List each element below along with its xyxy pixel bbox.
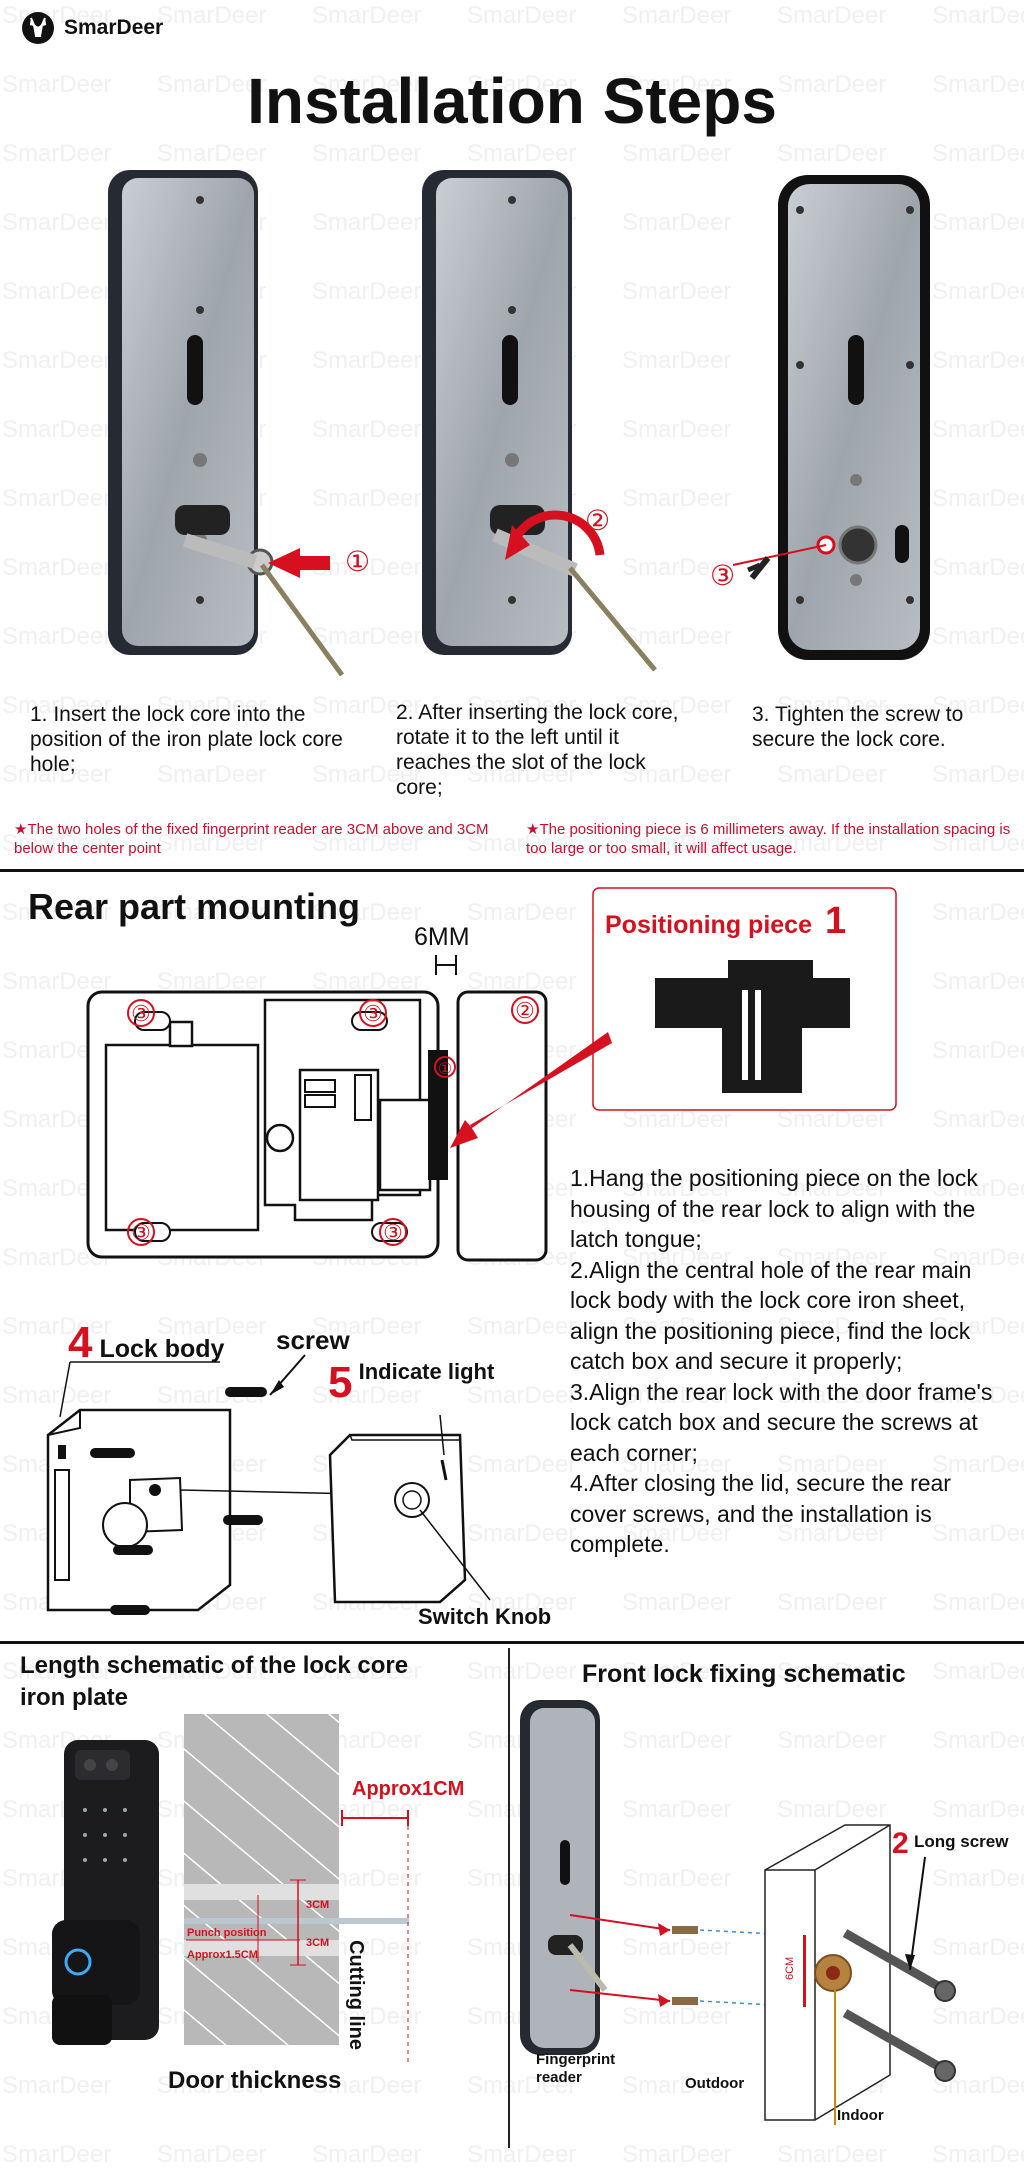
watermark-text: SmarDeer bbox=[932, 2141, 1024, 2168]
three-cm-top: 3CM bbox=[306, 1899, 329, 1911]
six-cm-label: 6CM bbox=[784, 1957, 796, 1980]
watermark-text: SmarDeer bbox=[157, 2141, 267, 2168]
positioning-label: Positioning piece 1 bbox=[605, 900, 846, 943]
fingerprint-reader-label: Fingerprint reader bbox=[536, 2051, 616, 2086]
steps-illustration: ① ② ③ bbox=[108, 170, 930, 677]
positioning-num: 1 bbox=[824, 900, 847, 942]
switch-knob-label: Switch Knob bbox=[418, 1604, 552, 1629]
rear-instruction-4: 4.After closing the lid, secure the rear… bbox=[570, 1470, 951, 1557]
watermark-text: SmarDeer bbox=[777, 2141, 887, 2168]
rear-instruction-1: 1.Hang the positioning piece on the lock… bbox=[570, 1165, 978, 1252]
watermark-text: SmarDeer bbox=[622, 2141, 732, 2168]
front-fixing-diagram: 6CM 2 Long screw Outdoor Indoor bbox=[520, 1700, 1009, 2125]
step2-text: 2. After inserting the lock core, rotate… bbox=[396, 701, 679, 799]
punch-position-label: Punch position bbox=[187, 1927, 267, 1939]
mark-screw-bl: ③ bbox=[131, 1220, 151, 1245]
watermark-text: SmarDeer bbox=[312, 2141, 422, 2168]
three-cm-bottom: 3CM bbox=[306, 1937, 329, 1949]
watermark-text: SmarDeer bbox=[777, 2, 887, 29]
watermark-text: SmarDeer bbox=[467, 2141, 577, 2168]
watermark-text: SmarDeer bbox=[312, 2, 422, 29]
indicate-num: 5 bbox=[328, 1358, 353, 1407]
step1-panel: ① bbox=[108, 170, 370, 677]
watermark-text: SmarDeer bbox=[932, 761, 1024, 788]
screw-label: screw bbox=[276, 1325, 350, 1355]
approx15-label: Approx1.5CM bbox=[187, 1949, 258, 1961]
note-left: ★The two holes of the fixed fingerprint … bbox=[14, 821, 489, 857]
rear-diagram: ③ ③ ② ③ ③ ① bbox=[46, 887, 897, 1615]
indicate-label: 5 Indicate light bbox=[328, 1358, 494, 1408]
mark-screw-br: ③ bbox=[383, 1220, 403, 1245]
divider-2 bbox=[0, 1641, 1024, 1644]
rear-instruction-2: 2.Align the central hole of the rear mai… bbox=[570, 1256, 972, 1375]
outdoor-label: Outdoor bbox=[685, 2075, 744, 2092]
long-screw-label: Long screw bbox=[914, 1832, 1009, 1851]
long-screw-num: 2 bbox=[892, 1827, 909, 1860]
watermark-text: SmarDeer bbox=[2, 2141, 112, 2168]
watermark-text: SmarDeer bbox=[157, 2, 267, 29]
note-right: ★The positioning piece is 6 millimeters … bbox=[526, 821, 1011, 857]
lock-body-label: 4 Lock body bbox=[68, 1318, 224, 1368]
step3-num: ③ bbox=[710, 560, 735, 591]
approx1cm-label: Approx1CM bbox=[352, 1778, 464, 1800]
door-thickness-label: Door thickness bbox=[168, 2067, 341, 2094]
brand-logo: SmarDeer bbox=[18, 10, 163, 46]
mark-strike: ② bbox=[515, 998, 535, 1023]
length-heading: Length schematic of the lock core iron p… bbox=[20, 1652, 409, 1711]
indoor-label: Indoor bbox=[837, 2107, 884, 2124]
divider-1 bbox=[0, 869, 1024, 872]
mark-screw-tl: ③ bbox=[131, 1001, 151, 1026]
watermark-text: SmarDeer bbox=[622, 2, 732, 29]
step3-text: 3. Tighten the screw to secure the lock … bbox=[752, 703, 964, 751]
step2-panel: ② bbox=[422, 170, 657, 672]
indicate-text: Indicate light bbox=[358, 1359, 495, 1384]
vertical-divider bbox=[508, 1648, 510, 2148]
step2-num: ② bbox=[585, 505, 610, 536]
watermark-text: SmarDeer bbox=[932, 2, 1024, 29]
step3-panel: ③ bbox=[710, 175, 930, 660]
watermark-text: SmarDeer bbox=[467, 2, 577, 29]
watermark-text: SmarDeer bbox=[932, 1658, 1024, 1685]
gap-label: 6MM bbox=[414, 923, 470, 951]
deer-logo-icon bbox=[22, 12, 54, 44]
watermark-text: SmarDeer bbox=[777, 761, 887, 788]
step1-text: 1. Insert the lock core into the positio… bbox=[30, 703, 343, 776]
front-fixing-heading: Front lock fixing schematic bbox=[582, 1660, 906, 1688]
lock-body-num: 4 bbox=[68, 1318, 93, 1367]
rear-instructions: 1.Hang the positioning piece on the lock… bbox=[570, 1163, 1010, 1560]
page-title: Installation Steps bbox=[247, 65, 777, 137]
length-diagram: Approx1CM 3CM 3CM Punch position Approx1… bbox=[52, 1714, 464, 2094]
watermark-text: SmarDeer bbox=[467, 1658, 577, 1685]
mark-positioning: ① bbox=[438, 1061, 452, 1078]
rear-heading: Rear part mounting bbox=[28, 886, 361, 927]
brand-name: SmarDeer bbox=[64, 16, 164, 39]
lock-body-text: Lock body bbox=[99, 1335, 225, 1363]
cutting-line-label: Cutting line bbox=[345, 1940, 367, 2050]
rear-instruction-3: 3.Align the rear lock with the door fram… bbox=[570, 1378, 993, 1466]
mark-screw-tr: ③ bbox=[363, 1001, 383, 1026]
step1-num: ① bbox=[345, 546, 370, 577]
positioning-text: Positioning piece bbox=[605, 911, 812, 939]
